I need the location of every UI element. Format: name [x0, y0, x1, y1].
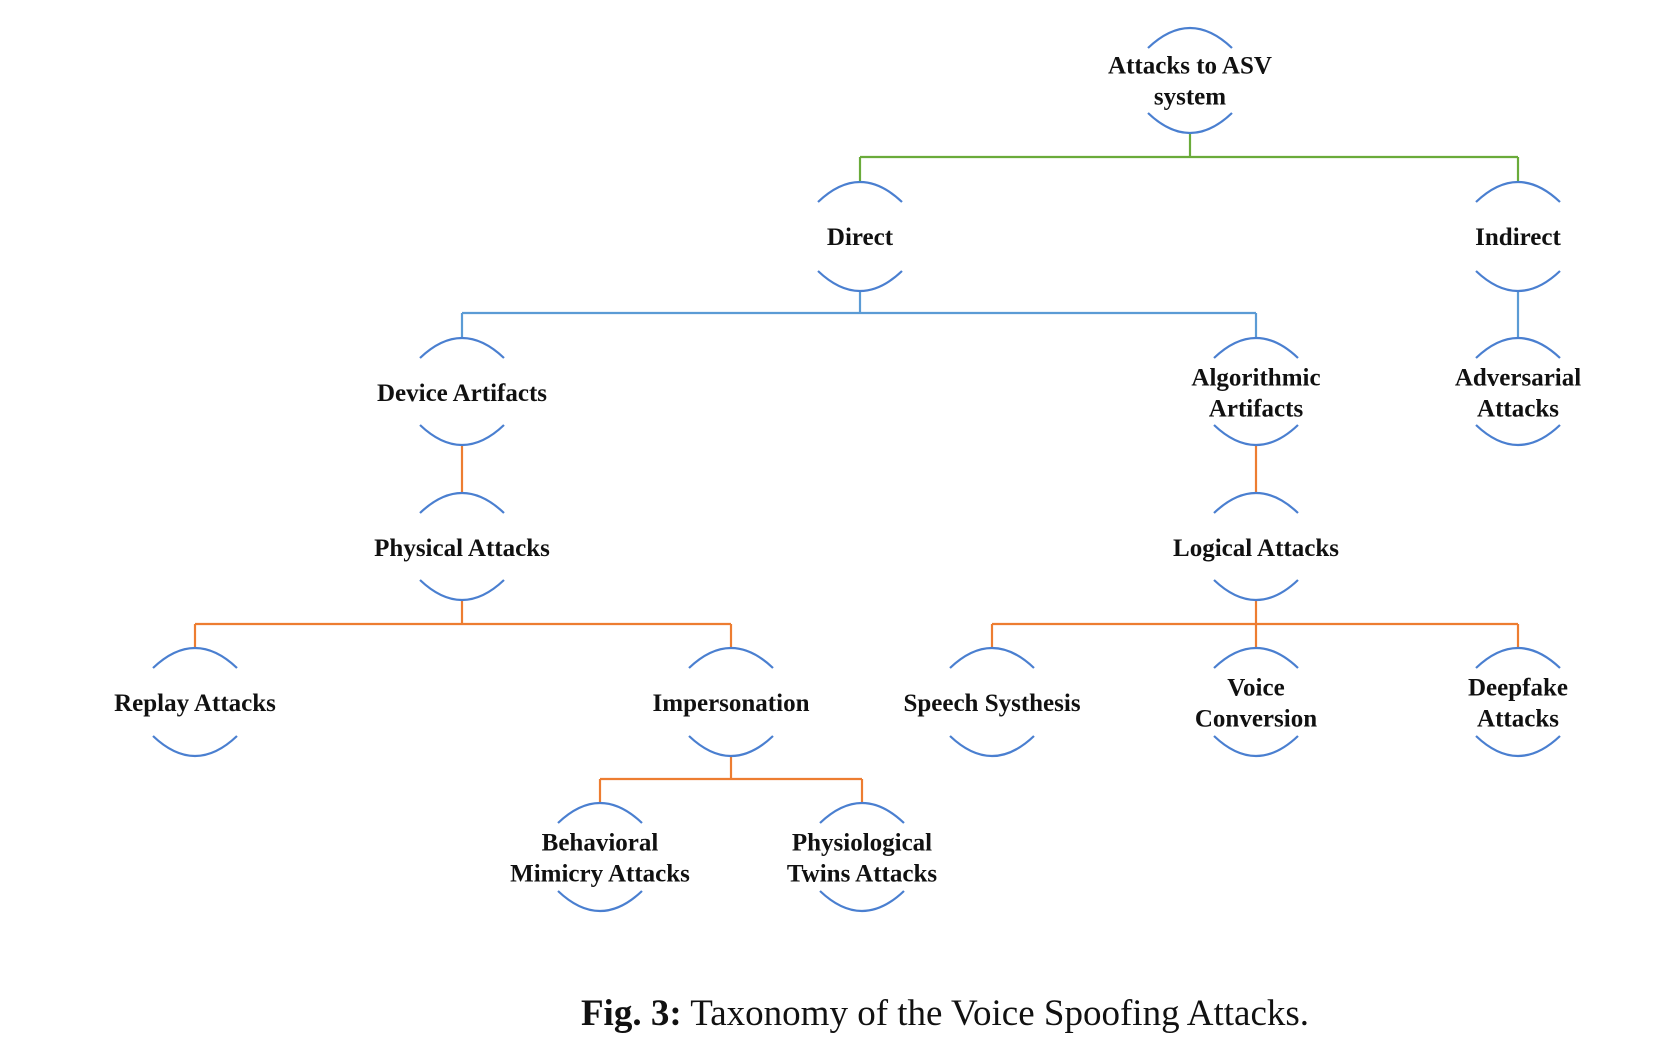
- node-behavioral-mimicry-label-line-2: Mimicry Attacks: [510, 861, 690, 888]
- node-device-artifacts: Device Artifacts: [377, 337, 547, 446]
- node-indirect: Indirect: [1475, 181, 1561, 292]
- node-indirect-top-arc: [1475, 181, 1561, 203]
- node-voice-conversion-top-arc: [1213, 647, 1299, 669]
- node-voice-conversion-label-line-2: Conversion: [1195, 706, 1317, 733]
- node-impersonation-bottom-arc: [688, 735, 774, 757]
- node-adversarial-attacks-label-line-2: Attacks: [1477, 396, 1559, 423]
- node-speech-synthesis-bottom-arc: [949, 735, 1035, 757]
- node-behavioral-mimicry-top-arc: [557, 802, 643, 824]
- figure-caption-text: Taxonomy of the Voice Spoofing Attacks.: [690, 993, 1310, 1034]
- node-device-artifacts-top-arc: [419, 337, 505, 359]
- node-adversarial-attacks-label-line-1: Adversarial: [1455, 365, 1581, 392]
- node-physiological-twins-label-line-1: Physiological: [792, 830, 932, 857]
- node-device-artifacts-label-line-1: Device Artifacts: [377, 380, 547, 407]
- node-physical-attacks: Physical Attacks: [374, 492, 550, 601]
- node-indirect-bottom-arc: [1475, 270, 1561, 292]
- tree-edges: [193, 133, 1520, 803]
- node-physiological-twins-bottom-arc: [819, 890, 905, 912]
- node-adversarial-attacks-bottom-arc: [1475, 424, 1561, 446]
- node-root-label-line-1: Attacks to ASV: [1108, 53, 1272, 80]
- node-indirect-label-line-1: Indirect: [1475, 224, 1561, 251]
- figure-caption: Fig. 3: Taxonomy of the Voice Spoofing A…: [0, 992, 1660, 1035]
- node-replay-attacks-label-line-1: Replay Attacks: [114, 690, 276, 717]
- node-direct: Direct: [817, 181, 903, 292]
- node-physiological-twins-label-line-2: Twins Attacks: [787, 861, 938, 888]
- node-impersonation-label-line-1: Impersonation: [653, 690, 810, 717]
- node-algorithmic-artifacts-label-line-1: Algorithmic: [1191, 365, 1320, 392]
- node-voice-conversion-label-line-1: Voice: [1227, 675, 1284, 702]
- node-physical-attacks-label-line-1: Physical Attacks: [374, 535, 550, 562]
- figure-number: Fig. 3:: [580, 993, 682, 1034]
- node-impersonation-top-arc: [688, 647, 774, 669]
- node-direct-label-line-1: Direct: [827, 224, 894, 251]
- node-logical-attacks-top-arc: [1213, 492, 1299, 514]
- node-behavioral-mimicry-bottom-arc: [557, 890, 643, 912]
- node-root-top-arc: [1147, 27, 1233, 49]
- node-logical-attacks-label-line-1: Logical Attacks: [1173, 535, 1339, 562]
- node-physiological-twins-top-arc: [819, 802, 905, 824]
- node-direct-bottom-arc: [817, 270, 903, 292]
- node-physical-attacks-top-arc: [419, 492, 505, 514]
- node-root: Attacks to ASV system: [1108, 27, 1272, 134]
- node-logical-attacks: Logical Attacks: [1173, 492, 1339, 601]
- node-root-bottom-arc: [1147, 112, 1233, 134]
- node-replay-attacks: Replay Attacks: [114, 647, 276, 757]
- node-behavioral-mimicry-label-line-1: Behavioral: [542, 830, 659, 857]
- node-impersonation: Impersonation: [653, 647, 810, 757]
- node-direct-top-arc: [817, 181, 903, 203]
- node-replay-attacks-top-arc: [152, 647, 238, 669]
- node-speech-synthesis: Speech Systhesis: [903, 647, 1081, 757]
- node-speech-synthesis-label-line-1: Speech Systhesis: [903, 690, 1080, 717]
- node-deepfake-attacks-bottom-arc: [1475, 735, 1561, 757]
- node-root-label-line-2: system: [1154, 84, 1226, 111]
- node-algorithmic-artifacts-label-line-2: Artifacts: [1209, 396, 1304, 423]
- node-device-artifacts-bottom-arc: [419, 424, 505, 446]
- node-adversarial-attacks-top-arc: [1475, 337, 1561, 359]
- node-algorithmic-artifacts-top-arc: [1213, 337, 1299, 359]
- node-logical-attacks-bottom-arc: [1213, 579, 1299, 601]
- node-deepfake-attacks-top-arc: [1475, 647, 1561, 669]
- node-deepfake-attacks-label-line-2: Attacks: [1477, 706, 1559, 733]
- node-algorithmic-artifacts-bottom-arc: [1213, 424, 1299, 446]
- node-voice-conversion-bottom-arc: [1213, 735, 1299, 757]
- node-physical-attacks-bottom-arc: [419, 579, 505, 601]
- node-replay-attacks-bottom-arc: [152, 735, 238, 757]
- node-deepfake-attacks-label-line-1: Deepfake: [1468, 675, 1568, 702]
- node-speech-synthesis-top-arc: [949, 647, 1035, 669]
